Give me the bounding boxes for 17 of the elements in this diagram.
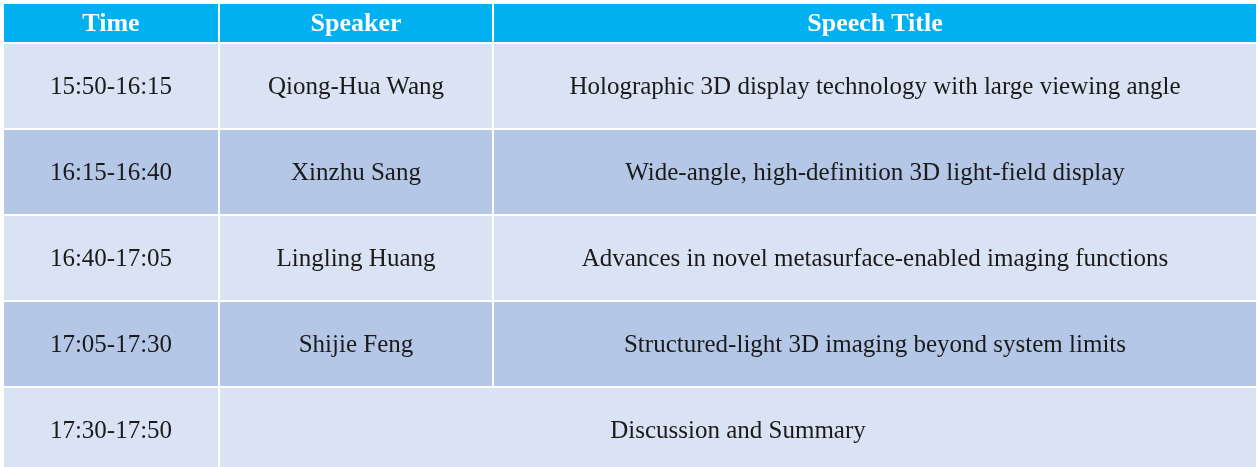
table-cell: Wide-angle, high-definition 3D light-field display [493,129,1257,215]
table-cell: Xinzhu Sang [219,129,493,215]
table-cell: Holographic 3D display technology with large viewing angle [493,43,1257,129]
table-cell: 16:15-16:40 [3,129,219,215]
column-header: Time [3,3,219,43]
table-cell: Lingling Huang [219,215,493,301]
table-cell: Shijie Feng [219,301,493,387]
table-cell: Discussion and Summary [219,387,1257,467]
table-cell: 17:30-17:50 [3,387,219,467]
table-cell: 15:50-16:15 [3,43,219,129]
table-cell: Advances in novel metasurface-enabled imaging functions [493,215,1257,301]
table-cell: 16:40-17:05 [3,215,219,301]
table-cell: Qiong-Hua Wang [219,43,493,129]
table-cell: 17:05-17:30 [3,301,219,387]
column-header: Speech Title [493,3,1257,43]
column-header: Speaker [219,3,493,43]
table-cell: Structured-light 3D imaging beyond system limits [493,301,1257,387]
